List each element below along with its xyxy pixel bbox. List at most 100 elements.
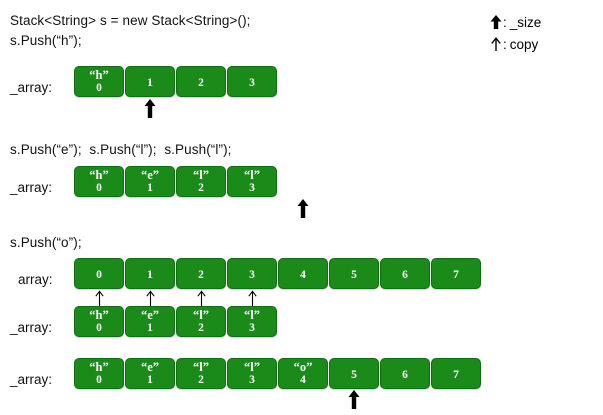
array-4-cell-0: “h”0 [74, 306, 124, 337]
cell-index: 2 [198, 269, 204, 281]
cell-index: 7 [453, 369, 459, 381]
cell-index: 3 [249, 269, 255, 281]
cell-value: “h” [89, 68, 109, 82]
legend-copy-label: copy [509, 36, 539, 52]
cell-index: 6 [402, 369, 408, 381]
legend-size-separator: : [503, 14, 507, 30]
row-label-array-2: _array: [10, 180, 53, 195]
cell-index: 0 [96, 269, 102, 281]
cell-index: 0 [96, 374, 102, 386]
array-2-cell-2: “l”2 [176, 166, 226, 197]
array-2-cell-1: “e”1 [125, 166, 175, 197]
array-row-2: “h”0“e”1“l”2“l”3 [74, 166, 278, 197]
cell-index: 1 [147, 322, 153, 334]
array-5-cell-2: “l”2 [176, 358, 226, 389]
array-5-cell-4: “o”4 [278, 358, 328, 389]
array-3-cell-3: 3 [227, 258, 277, 289]
array-3-cell-5: 5 [329, 258, 379, 289]
array-3-cell-0: 0 [74, 258, 124, 289]
copy-arrow-1 [145, 290, 156, 307]
array-row-1: “h”0 1 2 3 [74, 66, 278, 97]
copy-arrow-3 [247, 290, 258, 307]
cell-value: “h” [89, 308, 109, 322]
cell-index: 3 [249, 182, 255, 194]
array-row-4: “h”0“e”1“l”2“l”3 [74, 306, 278, 337]
cell-index: 4 [300, 374, 306, 386]
cell-value: “h” [89, 168, 109, 182]
array-3-cell-7: 7 [431, 258, 481, 289]
legend-row-size: : _size [489, 11, 599, 33]
cell-index: 1 [147, 77, 153, 89]
array-1-cell-1: 1 [125, 66, 175, 97]
array-3-cell-1: 1 [125, 258, 175, 289]
cell-index: 2 [198, 77, 204, 89]
array-5-cell-6: 6 [380, 358, 430, 389]
cell-index: 0 [96, 182, 102, 194]
cell-value: “l” [244, 168, 260, 182]
array-1-cell-3: 3 [227, 66, 277, 97]
cell-value: “e” [140, 168, 160, 182]
cell-index: 1 [147, 182, 153, 194]
legend-copy-separator: : [503, 36, 507, 52]
cell-index: 4 [300, 269, 306, 281]
cell-value: “l” [193, 360, 209, 374]
cell-value: “e” [140, 308, 160, 322]
array-row-3: 0 1 2 3 4 5 6 7 [74, 258, 482, 289]
array-2-cell-0: “h”0 [74, 166, 124, 197]
row-label-array-4: _array: [10, 320, 53, 335]
array-4-cell-1: “e”1 [125, 306, 175, 337]
size-arrow-5 [347, 390, 361, 410]
legend: : _size : copy [489, 11, 599, 55]
array-3-cell-2: 2 [176, 258, 226, 289]
bold-up-arrow-icon [489, 14, 503, 30]
cell-index: 2 [198, 182, 204, 194]
array-5-cell-7: 7 [431, 358, 481, 389]
cell-value: “l” [244, 360, 260, 374]
array-1-cell-0: “h”0 [74, 66, 124, 97]
row-label-array-1: _array: [10, 80, 53, 95]
cell-index: 3 [249, 374, 255, 386]
code-line-3: s.Push(“e”); s.Push(“l”); s.Push(“l”); [10, 142, 232, 157]
array-5-cell-5: 5 [329, 358, 379, 389]
size-arrow-2 [296, 199, 310, 219]
cell-index: 3 [249, 77, 255, 89]
array-1-cell-2: 2 [176, 66, 226, 97]
cell-value: “e” [140, 360, 160, 374]
copy-arrow-2 [196, 290, 207, 307]
legend-row-copy: : copy [489, 33, 599, 55]
code-line-2: s.Push(“h”); [10, 33, 82, 48]
code-line-1: Stack<String> s = new Stack<String>(); [10, 13, 251, 28]
cell-index: 2 [198, 322, 204, 334]
copy-arrow-0 [94, 290, 105, 307]
cell-index: 5 [351, 269, 357, 281]
cell-value: “l” [193, 308, 209, 322]
cell-index: 3 [249, 322, 255, 334]
cell-index: 5 [351, 369, 357, 381]
array-2-cell-3: “l”3 [227, 166, 277, 197]
array-5-cell-1: “e”1 [125, 358, 175, 389]
cell-value: “l” [244, 308, 260, 322]
code-line-4: s.Push(“o”); [10, 235, 82, 250]
array-5-cell-0: “h”0 [74, 358, 124, 389]
cell-index: 1 [147, 374, 153, 386]
cell-value: “o” [293, 360, 313, 374]
array-4-cell-2: “l”2 [176, 306, 226, 337]
array-4-cell-3: “l”3 [227, 306, 277, 337]
array-5-cell-3: “l”3 [227, 358, 277, 389]
cell-value: “l” [193, 168, 209, 182]
cell-index: 1 [147, 269, 153, 281]
thin-up-arrow-icon [489, 36, 503, 52]
row-label-array-5: _array: [10, 372, 53, 387]
cell-index: 0 [96, 322, 102, 334]
array-3-cell-4: 4 [278, 258, 328, 289]
cell-index: 6 [402, 269, 408, 281]
size-arrow-1 [143, 99, 157, 119]
row-label-array-3: array: [18, 272, 53, 287]
cell-value: “h” [89, 360, 109, 374]
cell-index: 2 [198, 374, 204, 386]
cell-index: 0 [96, 82, 102, 94]
array-3-cell-6: 6 [380, 258, 430, 289]
legend-size-label: _size [509, 14, 542, 30]
